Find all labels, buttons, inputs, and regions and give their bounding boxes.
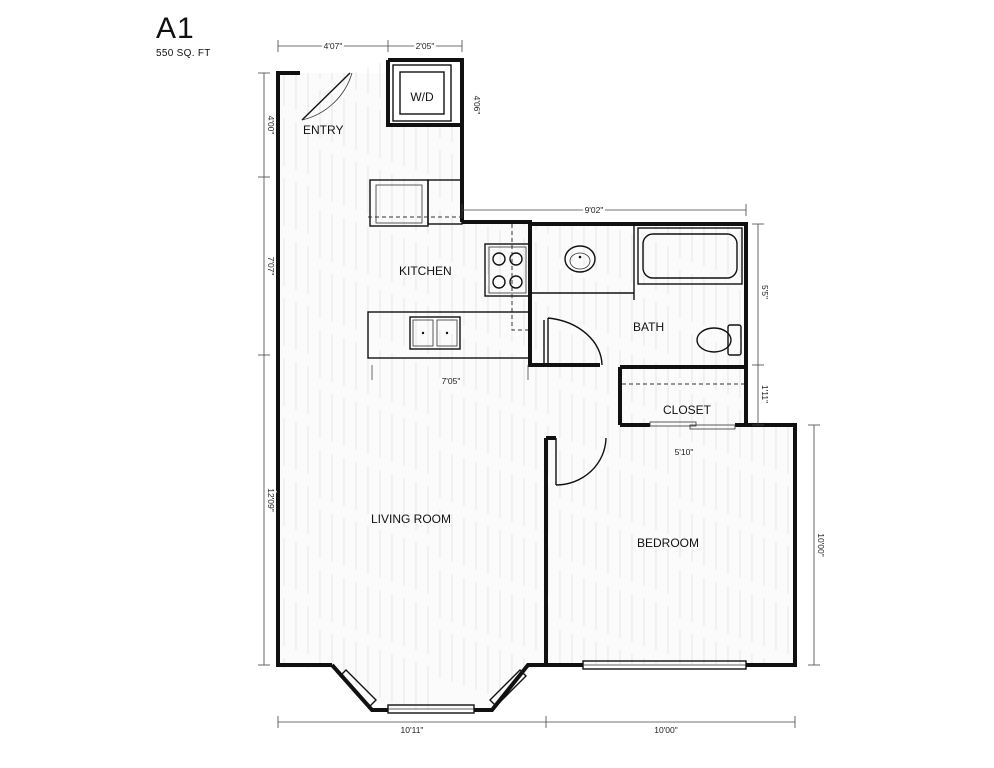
dim-bath-depth: 5'5" <box>760 285 770 299</box>
dimension-lines <box>258 40 820 728</box>
label-washer-dryer: W/D <box>410 90 434 104</box>
label-closet: CLOSET <box>663 403 712 417</box>
kitchen-counter <box>484 224 531 331</box>
dim-bedroom-width: 5'10" <box>675 447 694 457</box>
dim-bedroom-bottom-width: 10'00" <box>654 725 678 735</box>
refrigerator <box>368 179 464 227</box>
bedroom-door <box>555 437 607 486</box>
label-entry: ENTRY <box>303 123 343 137</box>
dim-bedroom-depth: 10'00" <box>816 533 826 557</box>
dim-living-depth: 12'09" <box>266 488 276 512</box>
dim-kitchen-width: 7'05" <box>442 376 461 386</box>
dim-entry-depth: 4'00" <box>266 116 276 135</box>
bay-window <box>339 669 527 714</box>
dim-kitchen-depth: 7'07" <box>266 257 276 276</box>
label-living-room: LIVING ROOM <box>371 512 451 526</box>
bath-sink <box>564 245 596 273</box>
toilet <box>696 324 742 356</box>
bedroom-window <box>582 660 747 670</box>
dim-living-width: 10'11" <box>401 725 424 735</box>
kitchen-island <box>367 311 531 359</box>
dim-wd-depth: 4'06" <box>472 96 482 115</box>
plan-area: 550 SQ. FT <box>156 48 211 59</box>
label-bath: BATH <box>633 320 664 334</box>
dim-wd-width: 2'05" <box>416 41 435 51</box>
label-bedroom: BEDROOM <box>637 536 699 550</box>
dim-entry-width: 4'07" <box>324 41 343 51</box>
dim-closet-depth: 1'11" <box>760 385 770 403</box>
dim-bath-width: 9'02" <box>585 205 604 215</box>
bath-door <box>547 317 603 366</box>
closet-doors <box>622 383 744 430</box>
washer-dryer <box>392 64 452 122</box>
label-kitchen: KITCHEN <box>399 264 452 278</box>
entry-door <box>301 72 353 121</box>
plan-title: A1 <box>156 12 195 45</box>
wood-floor <box>278 60 795 710</box>
bathtub <box>637 227 743 285</box>
